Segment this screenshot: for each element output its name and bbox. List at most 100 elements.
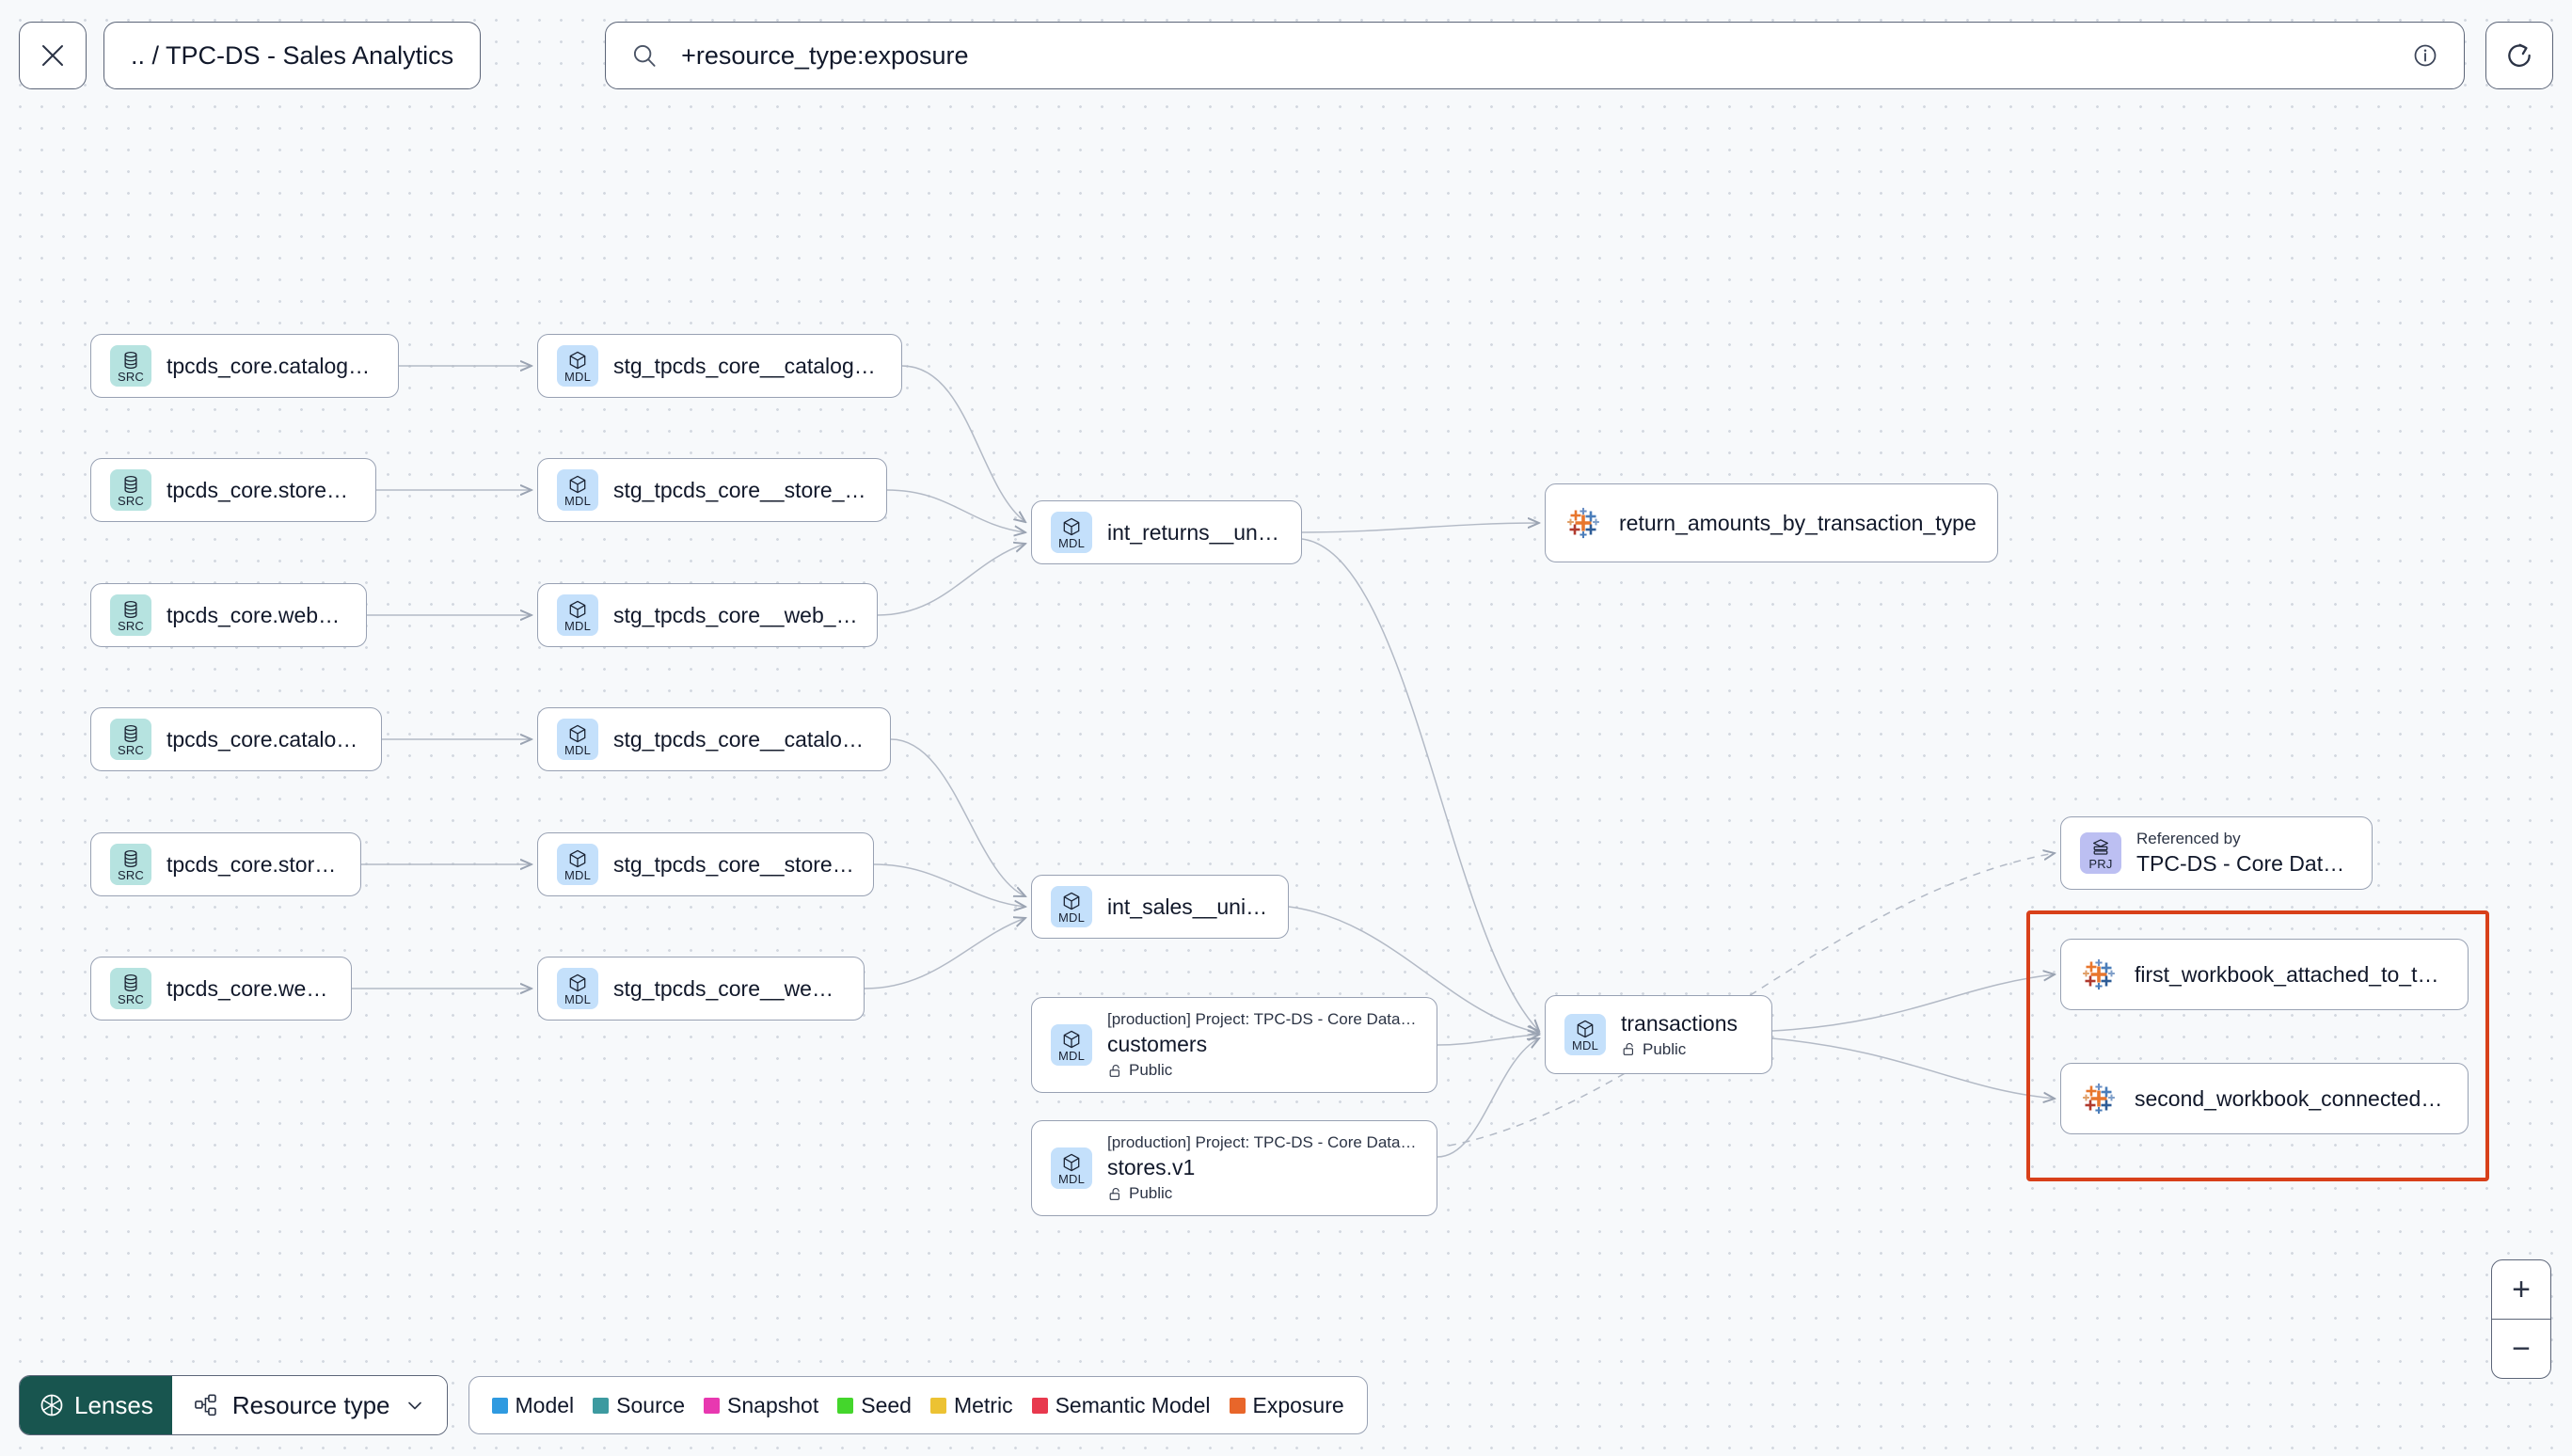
node-title: tpcds_core.web_sales <box>167 975 332 1001</box>
close-button[interactable] <box>19 22 87 89</box>
legend-item-seed[interactable]: Seed <box>837 1393 912 1418</box>
node-type-badge-mdl: MDL <box>557 469 598 511</box>
legend-swatch <box>491 1397 508 1414</box>
node-title: int_sales__unioned <box>1107 894 1269 919</box>
graph-node-stg_web_sales[interactable]: MDL stg_tpcds_core__web_sales <box>537 957 865 1021</box>
node-title: tpcds_core.catalog_returns <box>167 353 379 378</box>
graph-canvas[interactable]: SRCtpcds_core.catalog_returnsSRCtpcds_co… <box>0 111 2572 1456</box>
chevron-down-icon <box>407 1401 421 1410</box>
unlocked-lock-icon <box>1109 1064 1119 1077</box>
cube-icon <box>569 351 586 369</box>
lenses-label: Lenses <box>74 1390 153 1419</box>
resource-type-label: Resource type <box>231 1390 390 1419</box>
lenses-button[interactable]: Lenses <box>20 1376 172 1434</box>
legend-label: Model <box>515 1392 575 1417</box>
node-type-badge-label: MDL <box>564 742 592 757</box>
node-text-block: stg_tpcds_core__web_returns <box>613 603 858 628</box>
node-text-block: tpcds_core.store_sales <box>167 852 341 878</box>
node-text-block: return_amounts_by_transaction_type <box>1619 511 1978 536</box>
node-access-badge: Public <box>1107 1184 1418 1203</box>
graph-node-int_returns_unioned[interactable]: MDL int_returns__unioned <box>1031 500 1302 564</box>
graph-node-stores_v1[interactable]: MDL [production] Project: TPC-DS - Core D… <box>1031 1120 1437 1216</box>
node-access-label: Public <box>1129 1184 1173 1202</box>
cube-icon <box>1063 517 1080 535</box>
cube-icon <box>1063 1153 1080 1171</box>
graph-node-return_amounts[interactable]: return_amounts_by_transaction_type <box>1545 483 1998 562</box>
unlocked-lock-icon <box>1109 1187 1119 1200</box>
legend-label: Snapshot <box>727 1392 819 1417</box>
nodes-icon <box>194 1394 216 1416</box>
graph-node-second_workbook[interactable]: second_workbook_connected_to_live… <box>2060 1063 2469 1134</box>
breadcrumb-label: .. / TPC-DS - Sales Analytics <box>131 40 454 70</box>
node-title: int_returns__unioned <box>1107 519 1282 545</box>
node-type-badge-mdl: MDL <box>1051 512 1092 553</box>
node-title: stg_tpcds_core__store_returns <box>613 477 867 502</box>
node-text-block: stg_tpcds_core__store_sales <box>613 852 854 878</box>
legend-item-snapshot[interactable]: Snapshot <box>704 1393 818 1418</box>
node-type-badge-label: MDL <box>564 991 592 1006</box>
cube-icon <box>1063 1030 1080 1048</box>
database-icon <box>124 600 137 618</box>
node-type-badge-prj: PRJ <box>2080 832 2121 874</box>
zoom-out-button[interactable]: − <box>2492 1319 2550 1378</box>
legend-swatch <box>593 1397 610 1414</box>
node-type-badge-mdl: MDL <box>1051 1024 1092 1066</box>
node-type-badge-label: MDL <box>564 618 592 633</box>
resource-type-dropdown[interactable]: Resource type <box>171 1376 447 1434</box>
legend-item-metric[interactable]: Metric <box>929 1393 1013 1418</box>
node-title: stg_tpcds_core__catalog_returns <box>613 353 882 378</box>
legend-label: Seed <box>861 1392 912 1417</box>
node-title: TPC-DS - Core Data Models <box>2136 851 2353 876</box>
graph-node-customers[interactable]: MDL [production] Project: TPC-DS - Core D… <box>1031 997 1437 1093</box>
cube-icon <box>569 475 586 493</box>
node-title: tpcds_core.web_returns <box>167 602 347 627</box>
node-subtitle: [production] Project: TPC-DS - Core Data… <box>1107 1010 1418 1028</box>
node-subtitle: [production] Project: TPC-DS - Core Data… <box>1107 1133 1418 1151</box>
search-bar[interactable] <box>605 22 2465 89</box>
info-icon[interactable] <box>2411 41 2439 70</box>
refresh-button[interactable] <box>2485 22 2553 89</box>
search-input[interactable] <box>679 40 2411 71</box>
tableau-exposure-icon <box>1567 507 1599 539</box>
node-text-block: int_returns__unioned <box>1107 520 1282 546</box>
graph-node-stg_store_returns[interactable]: MDL stg_tpcds_core__store_returns <box>537 458 887 522</box>
zoom-in-button[interactable]: + <box>2512 1271 2531 1307</box>
node-type-badge-label: MDL <box>1057 1171 1086 1186</box>
graph-node-first_workbook[interactable]: first_workbook_attached_to_tpc-ds_-_… <box>2060 939 2469 1010</box>
node-title: tpcds_core.catalog_sales <box>167 726 362 752</box>
cube-icon <box>569 600 586 618</box>
node-title: tpcds_core.store_sales <box>167 851 341 877</box>
node-title: second_workbook_connected_to_live… <box>2135 1085 2449 1111</box>
node-type-badge-label: PRJ <box>2088 856 2113 871</box>
legend-item-semantic-model[interactable]: Semantic Model <box>1031 1393 1211 1418</box>
node-type-badge-label: SRC <box>117 369 145 384</box>
graph-node-src_catalog_returns[interactable]: SRC tpcds_core.catalog_returns <box>90 334 399 398</box>
breadcrumb[interactable]: .. / TPC-DS - Sales Analytics <box>103 22 482 89</box>
legend-item-source[interactable]: Source <box>593 1393 685 1418</box>
legend-swatch <box>1031 1397 1048 1414</box>
graph-node-stg_web_returns[interactable]: MDL stg_tpcds_core__web_returns <box>537 583 878 647</box>
search-icon <box>634 44 656 67</box>
legend-item-exposure[interactable]: Exposure <box>1229 1393 1344 1418</box>
database-icon <box>124 351 137 369</box>
node-title: stg_tpcds_core__web_sales <box>613 975 845 1001</box>
node-type-badge-label: SRC <box>117 991 145 1006</box>
legend-label: Source <box>616 1392 686 1417</box>
graph-node-src_web_sales[interactable]: SRC tpcds_core.web_sales <box>90 957 352 1021</box>
cube-icon <box>569 973 586 991</box>
legend-item-model[interactable]: Model <box>491 1392 575 1418</box>
node-type-badge-label: SRC <box>117 493 145 508</box>
node-type-badge-src: SRC <box>110 968 151 1009</box>
